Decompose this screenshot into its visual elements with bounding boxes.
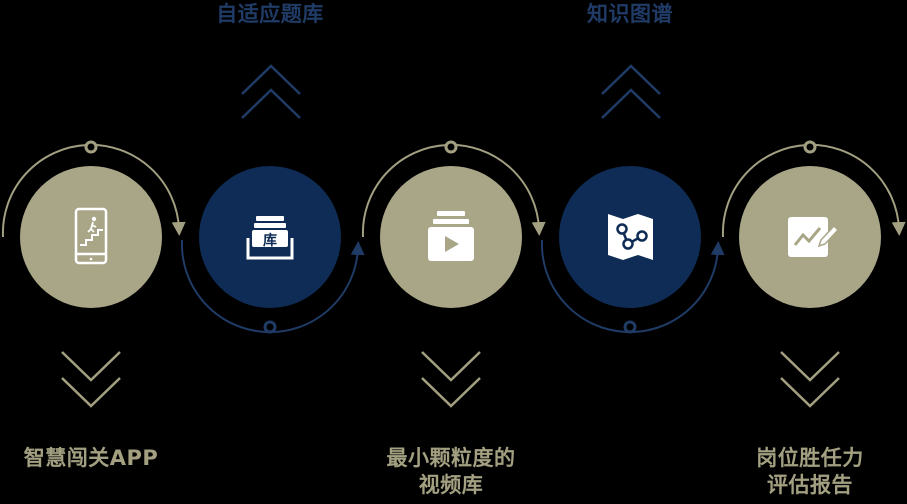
label-smart-levels-app: 智慧闯关APP [23,446,159,470]
video-library-icon [428,211,474,261]
arc-dot [803,140,817,154]
arc-dot [623,320,637,334]
label-adaptive-question-bank: 自适应题库 [216,2,324,26]
label-competency-line1: 岗位胜任力 [756,446,864,470]
arc-dot [444,140,458,154]
arc-dot [84,140,98,154]
arc-dots [84,140,817,334]
chevron-down-icon [61,351,121,408]
label-competency-line2: 评估报告 [767,473,853,497]
library-tray-icon: 库 [246,216,294,260]
label-knowledge-graph: 知识图谱 [587,2,673,26]
chevron-up-icon [601,64,661,119]
chevron-down-icon [780,351,840,408]
phone-stairs-icon [74,207,108,265]
chevron-up-icon [241,64,301,119]
label-micro-video-line2: 视频库 [418,473,484,497]
label-micro-video-line1: 最小颗粒度的 [386,446,516,470]
chevron-down-icon [421,351,481,408]
arc-dot [263,320,277,334]
graph-map-icon [608,214,653,260]
edit-chart-icon [788,217,840,257]
library-tray-glyph: 库 [263,232,277,249]
